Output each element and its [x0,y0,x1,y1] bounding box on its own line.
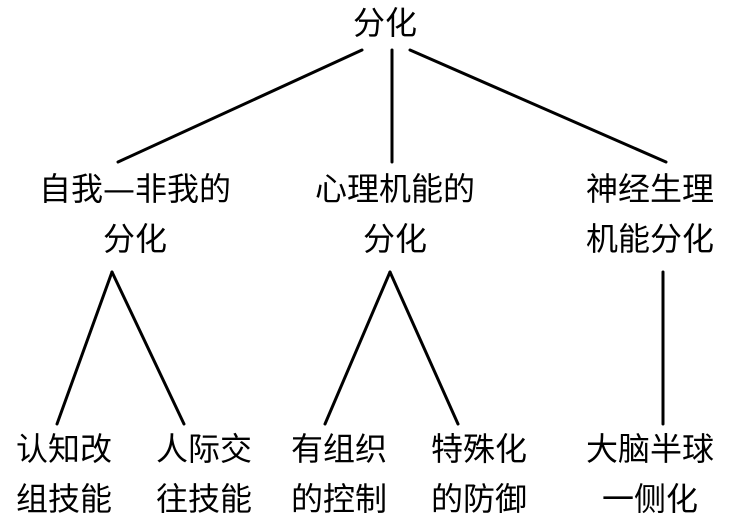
leaf-node-interpersonal-skills: 人际交 往技能 [140,424,268,524]
leaf-node-organized-control: 有组织 的控制 [275,424,403,524]
edge-root-neuro [408,48,668,164]
leaf-label-line: 认知改 [15,430,112,468]
leaf-label-line: 大脑半球 [585,430,714,468]
edge-psych-leaf4 [388,270,460,426]
edge-psych-leaf3 [323,270,392,426]
branch-label-line: 心理机能的 [314,170,475,208]
leaf-label-line: 往技能 [155,480,252,518]
branch-node-self-nonself: 自我—非我的 分化 [20,164,250,264]
leaf-label-line: 有组织 [290,430,387,468]
leaf-node-cognitive-skills: 认知改 组技能 [0,424,128,524]
leaf-label-line: 的控制 [290,480,387,518]
leaf-label-line: 特殊化 [430,430,527,468]
leaf-label-line: 组技能 [15,480,112,518]
root-node: 分化 [340,0,430,48]
branch-label-line: 机能分化 [585,220,714,258]
edge-self-leaf2 [110,270,186,426]
leaf-label-line: 的防御 [430,480,527,518]
branch-label-line: 分化 [102,220,167,258]
leaf-label-line: 一侧化 [601,480,698,518]
edge-root-self [116,48,364,164]
edge-self-leaf1 [55,270,114,426]
branch-label-line: 分化 [362,220,427,258]
branch-node-neurophysiological: 神经生理 机能分化 [565,164,735,264]
branch-node-psychological-function: 心理机能的 分化 [300,164,490,264]
leaf-label-line: 人际交 [155,430,252,468]
branch-label-line: 神经生理 [585,170,714,208]
root-label: 分化 [352,4,417,42]
leaf-node-specialized-defense: 特殊化 的防御 [415,424,543,524]
branch-label-line: 自我—非我的 [38,170,231,208]
leaf-node-hemispheric-lateralization: 大脑半球 一侧化 [575,424,725,524]
